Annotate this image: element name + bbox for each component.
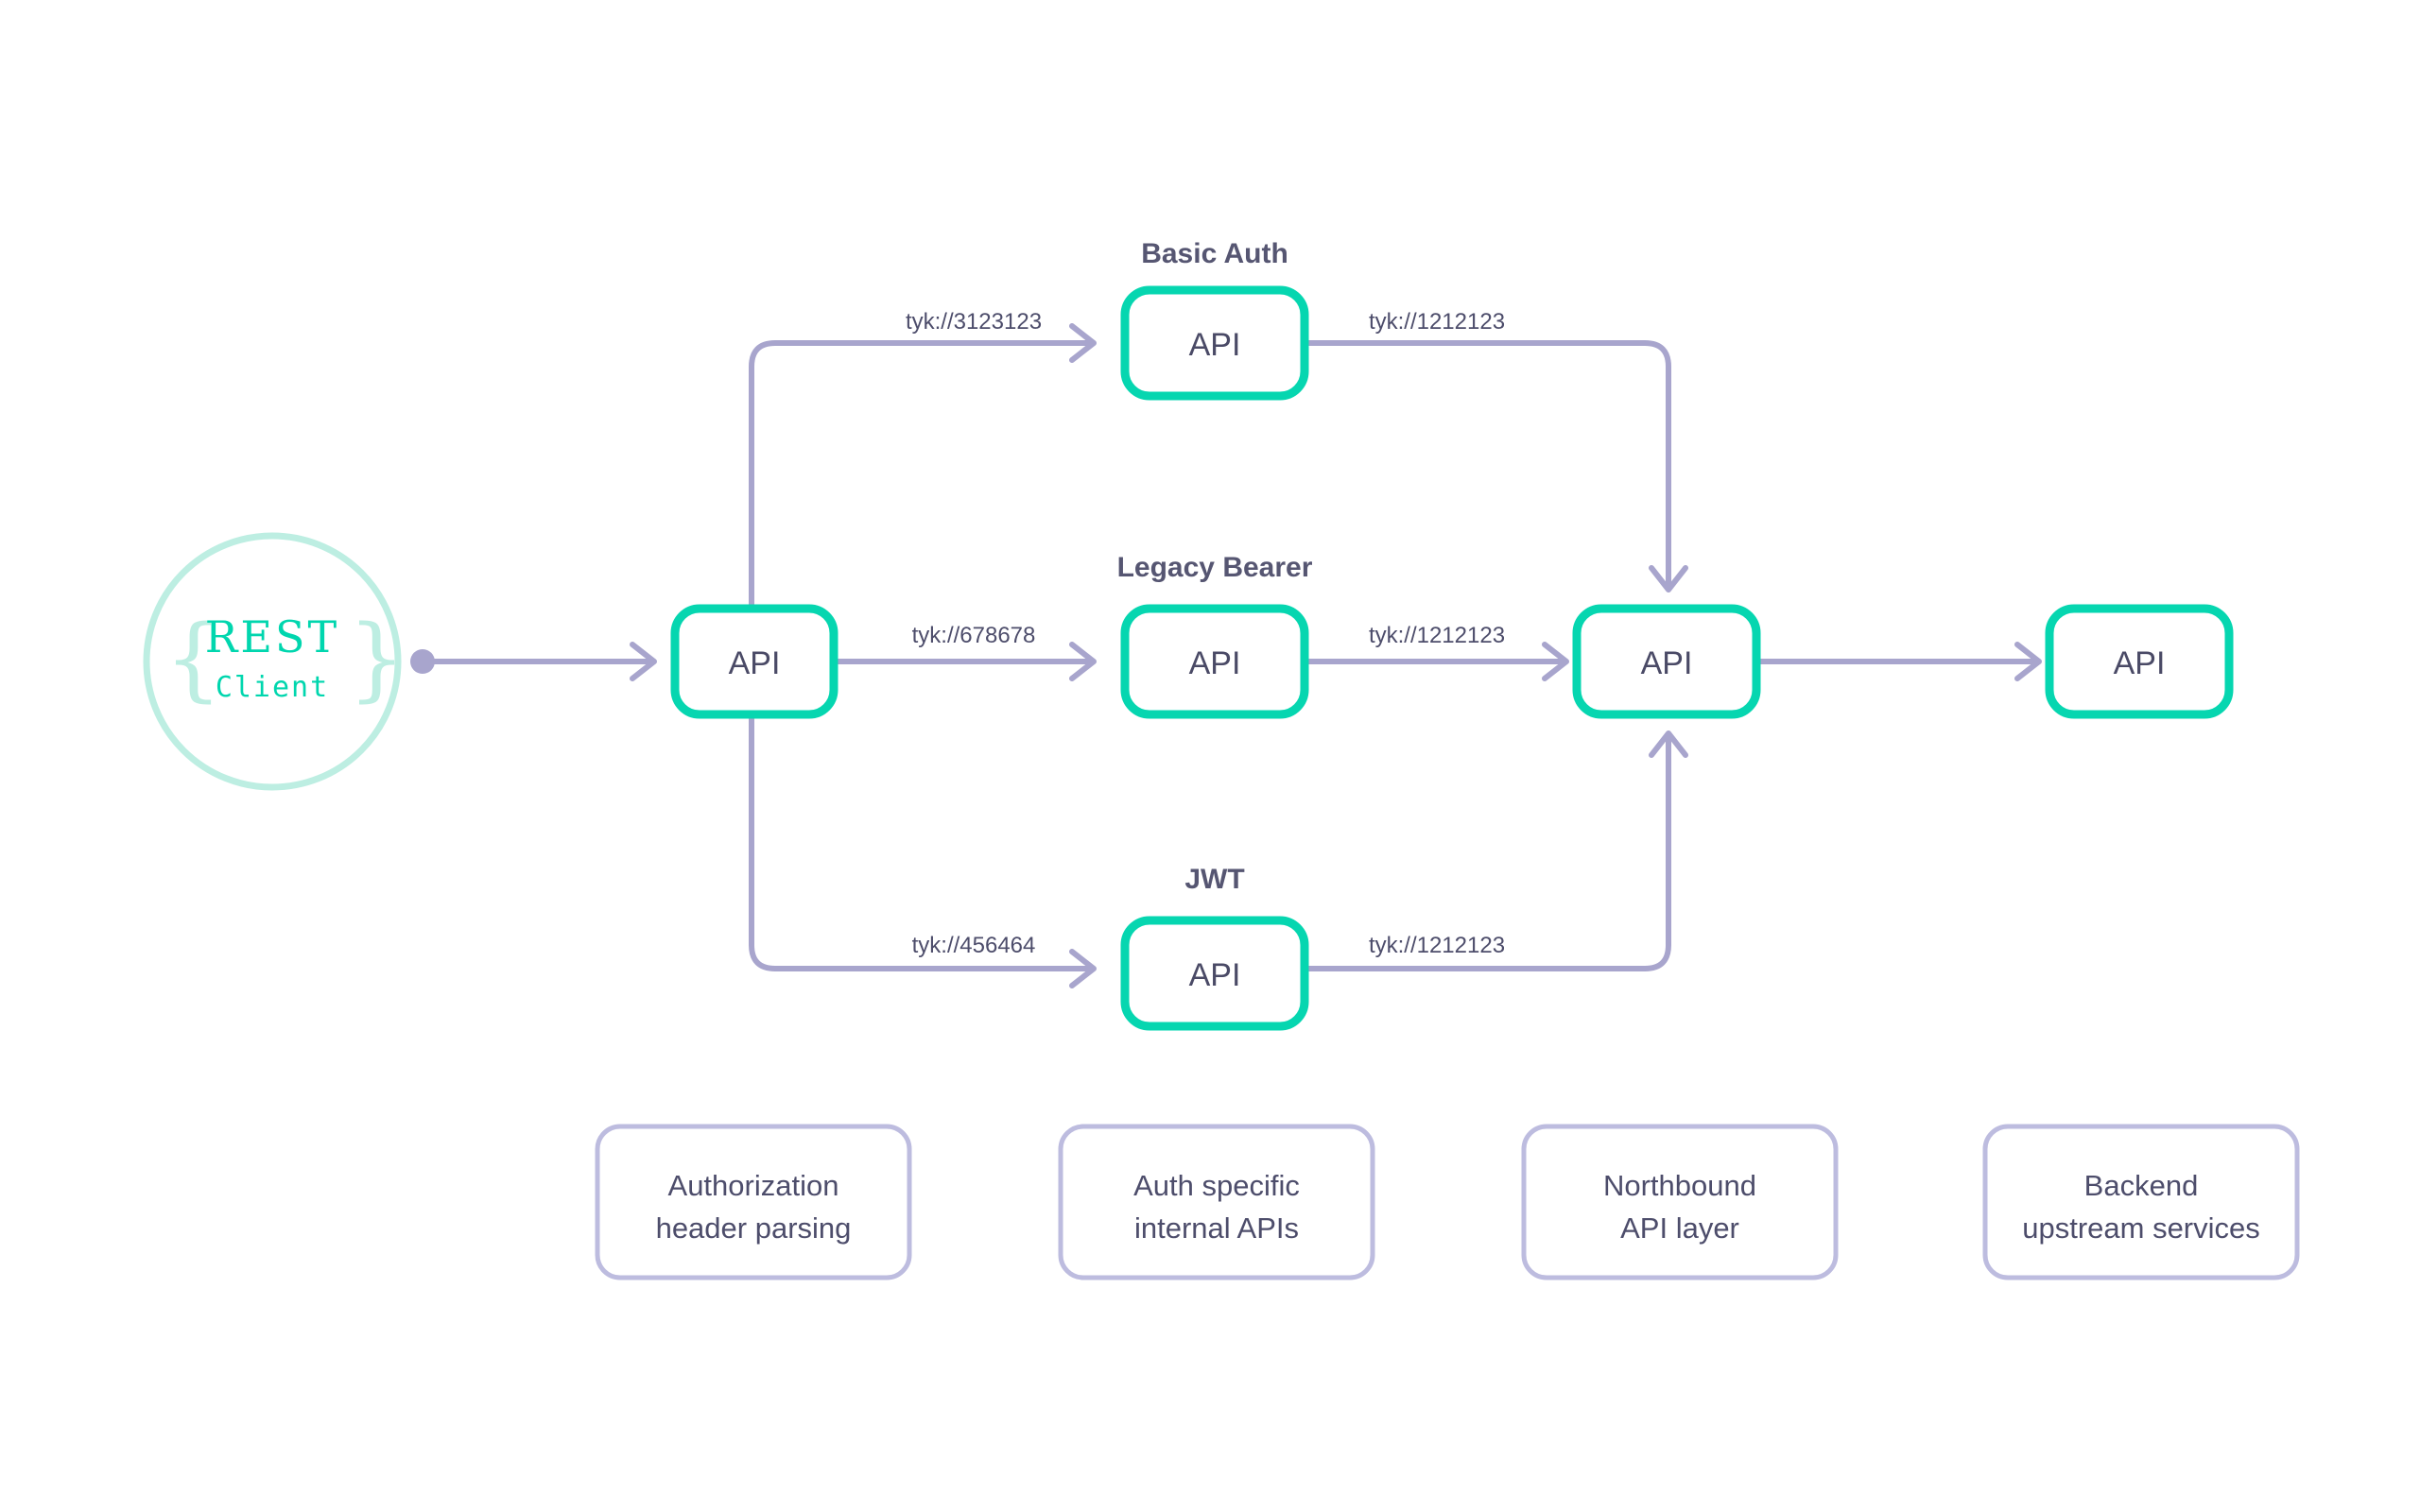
api-node-backend-box: [2045, 604, 2234, 719]
caption-line2-northbound-api-layer: API layer: [1620, 1211, 1739, 1245]
api-node-northbound[interactable]: API: [1572, 604, 1761, 719]
edge-label-basic-auth-in: tyk://3123123: [906, 309, 1042, 335]
caption-box-auth-specific-internal-apis: [1058, 1124, 1375, 1280]
rest-client-title: REST: [205, 611, 339, 662]
caption-backend-upstream-services: Backend upstream services: [1982, 1124, 2300, 1280]
edge-gateway-to-jwt: [749, 679, 1095, 971]
rest-client-ring: [143, 532, 402, 791]
api-node-basic-auth-box: [1120, 285, 1309, 401]
api-node-legacy-bearer-box: [1120, 604, 1309, 719]
caption-line2-authorization-header-parsing: header parsing: [656, 1211, 852, 1245]
edge-label-legacy-bearer-in: tyk://678678: [912, 623, 1036, 648]
caption-line1-authorization-header-parsing: Authorization: [668, 1169, 839, 1202]
connector-layer: [410, 323, 2042, 988]
edge-label-jwt-out: tyk://1212123: [1369, 933, 1505, 958]
caption-box-northbound-api-layer: [1521, 1124, 1839, 1280]
api-node-northbound-label: API: [1641, 645, 1693, 681]
arrowhead-basic-auth-to-northbound: [1649, 565, 1688, 593]
caption-line2-auth-specific-internal-apis: internal APIs: [1134, 1211, 1299, 1245]
edge-label-jwt-in: tyk://456464: [912, 933, 1036, 958]
api-node-backend[interactable]: API: [2045, 604, 2234, 719]
arrowhead-gateway-to-basic-auth: [1069, 323, 1097, 363]
caption-line1-northbound-api-layer: Northbound: [1603, 1169, 1756, 1202]
edge-basic-auth-to-northbound: [1305, 340, 1671, 591]
api-node-backend-label: API: [2114, 645, 2166, 681]
caption-box-authorization-header-parsing: [595, 1124, 912, 1280]
arrowhead-client-to-gateway: [630, 642, 657, 681]
api-node-legacy-bearer[interactable]: API: [1120, 604, 1309, 719]
brace-close-icon: }: [348, 606, 406, 712]
arrowhead-jwt-to-northbound: [1649, 730, 1688, 758]
api-node-basic-auth[interactable]: API: [1120, 285, 1309, 401]
api-node-gateway-box: [670, 604, 838, 719]
api-node-jwt-label: API: [1189, 957, 1241, 993]
caption-authorization-header-parsing: Authorization header parsing: [595, 1124, 912, 1280]
api-node-jwt-box: [1120, 916, 1309, 1031]
caption-line1-auth-specific-internal-apis: Auth specific: [1133, 1169, 1300, 1202]
rest-client-subtitle: Client: [216, 671, 329, 704]
edge-label-legacy-bearer-out: tyk://1212123: [1369, 623, 1505, 648]
caption-line2-backend-upstream-services: upstream services: [2022, 1211, 2260, 1245]
arrowhead-gateway-to-legacy-bearer: [1069, 642, 1097, 681]
arrowhead-gateway-to-jwt: [1069, 949, 1097, 988]
api-node-jwt[interactable]: API: [1120, 916, 1309, 1031]
group-header-legacy-bearer: Legacy Bearer: [1117, 552, 1313, 583]
caption-line1-backend-upstream-services: Backend: [2084, 1169, 2199, 1202]
api-node-northbound-box: [1572, 604, 1761, 719]
api-node-legacy-bearer-label: API: [1189, 645, 1241, 681]
rest-client-node[interactable]: { } REST Client: [143, 532, 406, 791]
brace-open-icon: {: [164, 606, 222, 712]
arrowhead-legacy-bearer-to-northbound: [1542, 642, 1569, 681]
group-header-basic-auth: Basic Auth: [1141, 238, 1288, 269]
caption-auth-specific-internal-apis: Auth specific internal APIs: [1058, 1124, 1375, 1280]
api-node-gateway-label: API: [729, 645, 781, 681]
edge-gateway-to-basic-auth: [749, 340, 1095, 645]
api-node-basic-auth-label: API: [1189, 327, 1241, 363]
caption-box-backend-upstream-services: [1982, 1124, 2300, 1280]
group-header-jwt: JWT: [1184, 864, 1244, 895]
api-node-gateway[interactable]: API: [670, 604, 838, 719]
edge-jwt-to-northbound: [1305, 732, 1671, 971]
arrowhead-northbound-to-backend: [2014, 642, 2042, 681]
edge-label-basic-auth-out: tyk://1212123: [1369, 309, 1505, 335]
caption-northbound-api-layer: Northbound API layer: [1521, 1124, 1839, 1280]
